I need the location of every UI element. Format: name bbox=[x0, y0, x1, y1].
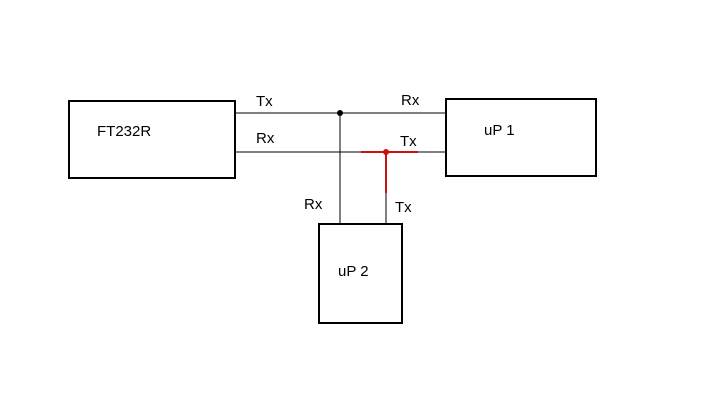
up1-label: uP 1 bbox=[484, 122, 515, 139]
up2-tx-label: Tx bbox=[395, 199, 412, 216]
ft232r-rx-label: Rx bbox=[256, 130, 275, 147]
up2-label: uP 2 bbox=[338, 263, 369, 280]
ft232r-label: FT232R bbox=[97, 123, 151, 140]
up1-tx-label: Tx bbox=[400, 133, 417, 150]
up1-block bbox=[445, 98, 597, 177]
up2-rx-label: Rx bbox=[304, 196, 323, 213]
ft232r-block bbox=[68, 100, 236, 179]
up1-rx-label: Rx bbox=[401, 92, 420, 109]
up2-block bbox=[318, 223, 403, 324]
ft232r-tx-label: Tx bbox=[256, 93, 273, 110]
junction-dot-tx bbox=[337, 110, 343, 116]
junction-dot-red bbox=[383, 149, 389, 155]
